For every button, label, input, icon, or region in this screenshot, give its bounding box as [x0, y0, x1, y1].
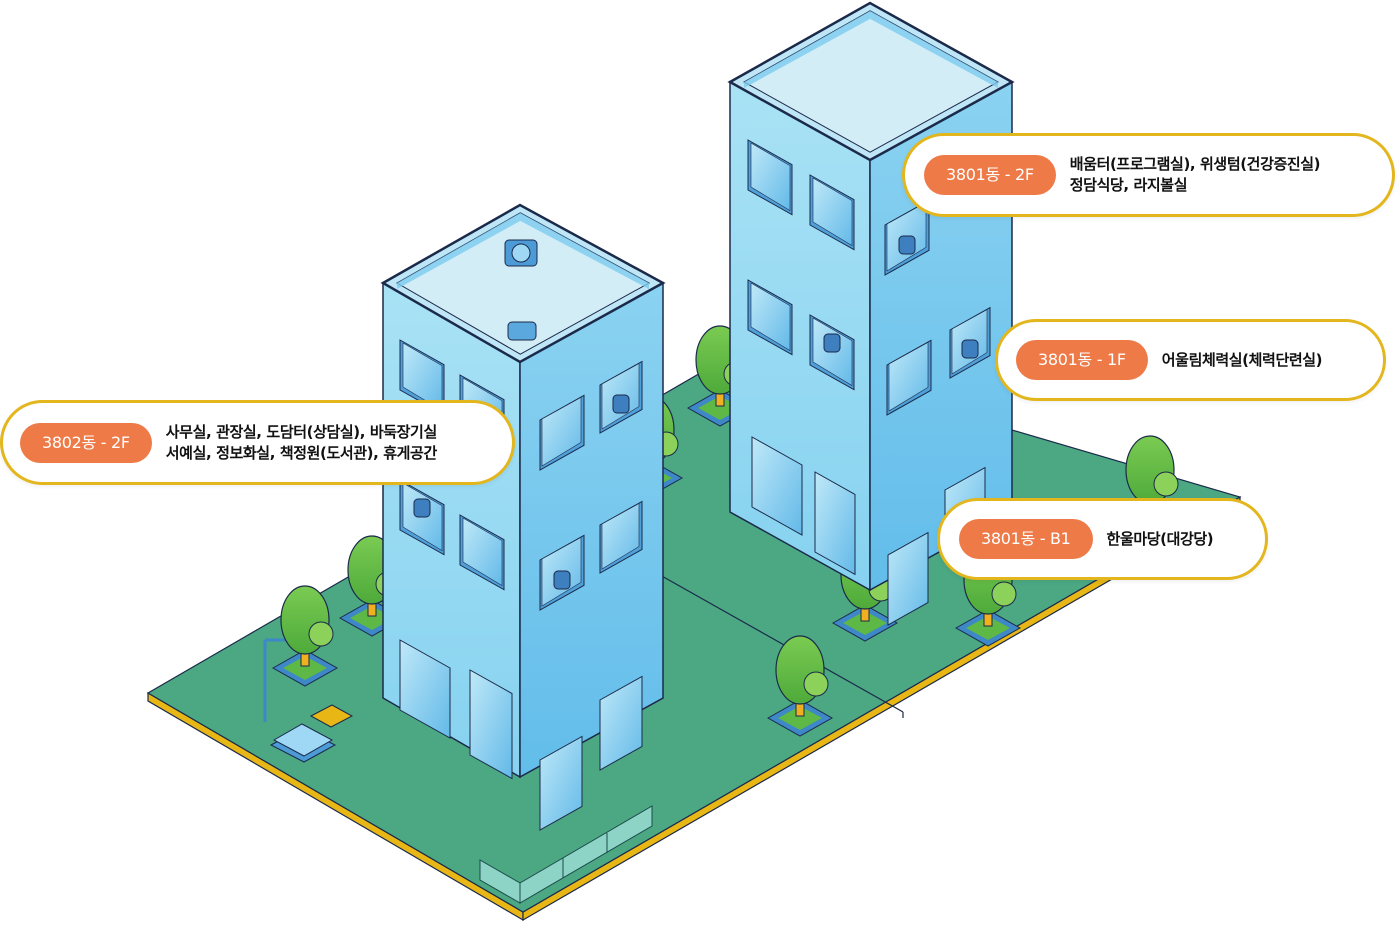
facility-line: 정담식당, 라지볼실 [1069, 176, 1188, 194]
planter-grass [843, 611, 887, 635]
building-3802 [380, 203, 666, 831]
glass-door [599, 675, 643, 771]
tree [766, 635, 834, 737]
facility-line: 배움터(프로그램실), 위생텀(건강증진실) [1069, 155, 1321, 173]
ventilation-unit [612, 394, 630, 414]
glass-door [539, 735, 583, 831]
window-glass [888, 341, 929, 412]
callout-3801-b1: 3801동 - B1 한울마당(대강당) [937, 498, 1268, 580]
facility-list: 사무실, 관장실, 도담터(상담실), 바둑장기실 서예실, 정보화실, 책정원… [166, 422, 437, 464]
planter-grass [966, 616, 1010, 640]
facility-list: 한울마당(대강당) [1107, 529, 1214, 550]
tree [271, 585, 339, 687]
callout-3802-2f: 3802동 - 2F 사무실, 관장실, 도담터(상담실), 바둑장기실 서예실… [0, 400, 515, 485]
window-glass [812, 177, 853, 247]
tree-leaf [1153, 471, 1179, 497]
roof-hatch [507, 321, 537, 341]
facility-line: 서예실, 정보화실, 책정원(도서관), 휴게공간 [165, 443, 437, 462]
floor-badge: 3802동 - 2F [20, 422, 152, 463]
facility-list: 배움터(프로그램실), 위생텀(건강증진실) 정담식당, 라지볼실 [1069, 154, 1321, 196]
window-glass [750, 142, 791, 212]
floor-badge: 3801동 - 1F [1016, 340, 1148, 380]
glass-door [751, 436, 803, 536]
glass-door [887, 531, 929, 626]
facility-line: 어울림체력실(체력단련실) [1161, 350, 1323, 369]
window-glass [601, 502, 640, 570]
tree-leaf [991, 581, 1017, 607]
window-glass [541, 396, 582, 467]
yellow-hatch [309, 704, 354, 728]
ventilation-unit [898, 235, 916, 255]
skylight-box [269, 723, 337, 763]
facility-list: 어울림체력실(체력단련실) [1161, 350, 1323, 371]
lamp-post [263, 638, 287, 722]
ventilation-unit [413, 498, 431, 518]
facility-line: 사무실, 관장실, 도담터(상담실), 바둑장기실 [165, 422, 437, 441]
tree-leaf [308, 621, 334, 647]
window-glass [750, 282, 791, 352]
ventilation-unit [961, 339, 979, 359]
building-3801 [727, 1, 1015, 626]
ventilation-unit [553, 570, 571, 590]
facility-line: 한울마당(대강당) [1106, 529, 1214, 548]
floor-badge: 3801동 - 2F [924, 155, 1056, 195]
window-glass [462, 517, 503, 587]
glass-door [399, 639, 451, 739]
callout-3801-2f: 3801동 - 2F 배움터(프로그램실), 위생텀(건강증진실) 정담식당, … [902, 133, 1395, 217]
fan-grille [511, 243, 531, 263]
ventilation-unit [823, 333, 841, 353]
glass-fence [479, 805, 653, 904]
planter-grass [778, 706, 822, 730]
glass-door [814, 471, 856, 576]
floor-badge: 3801동 - B1 [959, 519, 1093, 559]
tree-leaf [803, 671, 829, 697]
glass-door [469, 669, 513, 780]
callout-3801-1f: 3801동 - 1F 어울림체력실(체력단련실) [995, 319, 1386, 401]
planter-grass [283, 656, 327, 680]
